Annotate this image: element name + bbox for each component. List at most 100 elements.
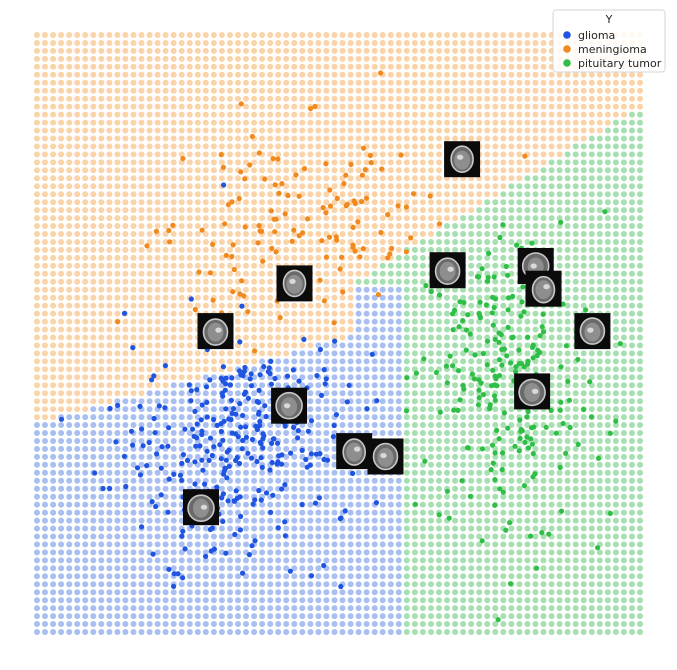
region-dot	[548, 430, 555, 436]
region-dot	[532, 103, 539, 110]
region-dot	[500, 127, 507, 134]
region-dot	[235, 127, 241, 134]
region-dot	[146, 525, 153, 532]
region-dot	[492, 629, 499, 635]
region-dot	[74, 565, 81, 572]
region-dot	[347, 127, 354, 134]
region-dot	[347, 302, 354, 309]
region-dot	[162, 358, 169, 365]
region-dot	[114, 414, 121, 421]
region-dot	[130, 597, 137, 604]
region-dot	[444, 525, 450, 532]
region-dot	[347, 79, 354, 86]
region-dot	[58, 398, 65, 405]
region-dot	[243, 262, 249, 269]
region-dot	[259, 358, 266, 365]
region-dot	[138, 223, 145, 229]
region-dot	[395, 239, 402, 245]
region-dot	[90, 390, 97, 397]
region-dot	[138, 32, 145, 38]
region-dot	[66, 605, 73, 612]
region-dot	[122, 597, 129, 604]
region-dot	[395, 318, 402, 325]
region-dot	[484, 143, 491, 150]
region-dot	[347, 414, 354, 421]
region-dot	[387, 549, 394, 556]
region-dot	[315, 485, 322, 492]
region-dot	[275, 55, 282, 62]
region-dot	[387, 358, 394, 365]
region-dot	[323, 111, 330, 118]
region-dot	[82, 215, 89, 222]
region-dot	[122, 32, 129, 38]
region-dot	[548, 621, 555, 627]
region-dot	[243, 318, 249, 325]
region-dot	[82, 278, 89, 285]
region-dot	[90, 533, 97, 540]
region-dot	[460, 629, 467, 635]
region-dot	[548, 79, 555, 86]
region-dot	[395, 366, 402, 373]
region-dot	[227, 278, 233, 285]
region-dot	[106, 95, 113, 102]
region-dot	[251, 47, 258, 54]
region-dot	[411, 262, 418, 269]
region-dot	[34, 549, 40, 556]
region-dot	[235, 79, 241, 86]
region-dot	[307, 326, 314, 333]
region-dot	[371, 262, 378, 269]
region-dot	[178, 71, 185, 78]
region-dot	[98, 589, 105, 596]
region-dot	[411, 517, 418, 524]
region-dot	[267, 55, 274, 62]
region-dot	[452, 358, 459, 365]
region-dot	[42, 103, 48, 110]
region-dot	[66, 318, 73, 325]
region-dot	[90, 477, 97, 484]
region-dot	[114, 167, 121, 174]
region-dot	[428, 310, 434, 317]
region-dot	[299, 183, 306, 190]
region-dot	[524, 509, 531, 516]
region-dot	[154, 119, 161, 126]
region-dot	[460, 461, 467, 468]
region-dot	[355, 32, 362, 38]
region-dot	[315, 262, 322, 269]
region-dot	[106, 541, 113, 548]
region-dot	[460, 621, 467, 627]
region-dot	[460, 79, 467, 86]
region-dot	[114, 199, 121, 206]
region-dot	[114, 159, 121, 166]
region-dot	[130, 79, 137, 86]
region-dot	[114, 358, 121, 365]
region-dot	[50, 71, 57, 78]
region-dot	[387, 79, 394, 86]
region-dot	[283, 573, 290, 580]
region-dot	[484, 159, 491, 166]
region-dot	[178, 613, 185, 620]
region-dot	[508, 613, 515, 620]
region-dot	[556, 246, 563, 253]
region-dot	[82, 485, 89, 492]
region-dot	[58, 549, 65, 556]
region-dot	[299, 493, 306, 500]
region-dot	[395, 565, 402, 572]
region-dot	[243, 517, 249, 524]
region-dot	[556, 613, 563, 620]
region-dot	[355, 310, 362, 317]
region-dot	[58, 95, 65, 102]
region-dot	[50, 382, 57, 389]
region-dot	[82, 334, 89, 341]
region-dot	[331, 278, 338, 285]
region-dot	[58, 581, 65, 588]
region-dot	[419, 63, 426, 70]
region-dot	[82, 183, 89, 190]
region-dot	[82, 565, 89, 572]
region-dot	[371, 430, 378, 436]
region-dot	[34, 573, 40, 580]
region-dot	[267, 294, 274, 301]
region-dot	[170, 151, 177, 158]
region-dot	[436, 334, 442, 341]
region-dot	[500, 509, 507, 516]
region-dot	[267, 40, 274, 46]
